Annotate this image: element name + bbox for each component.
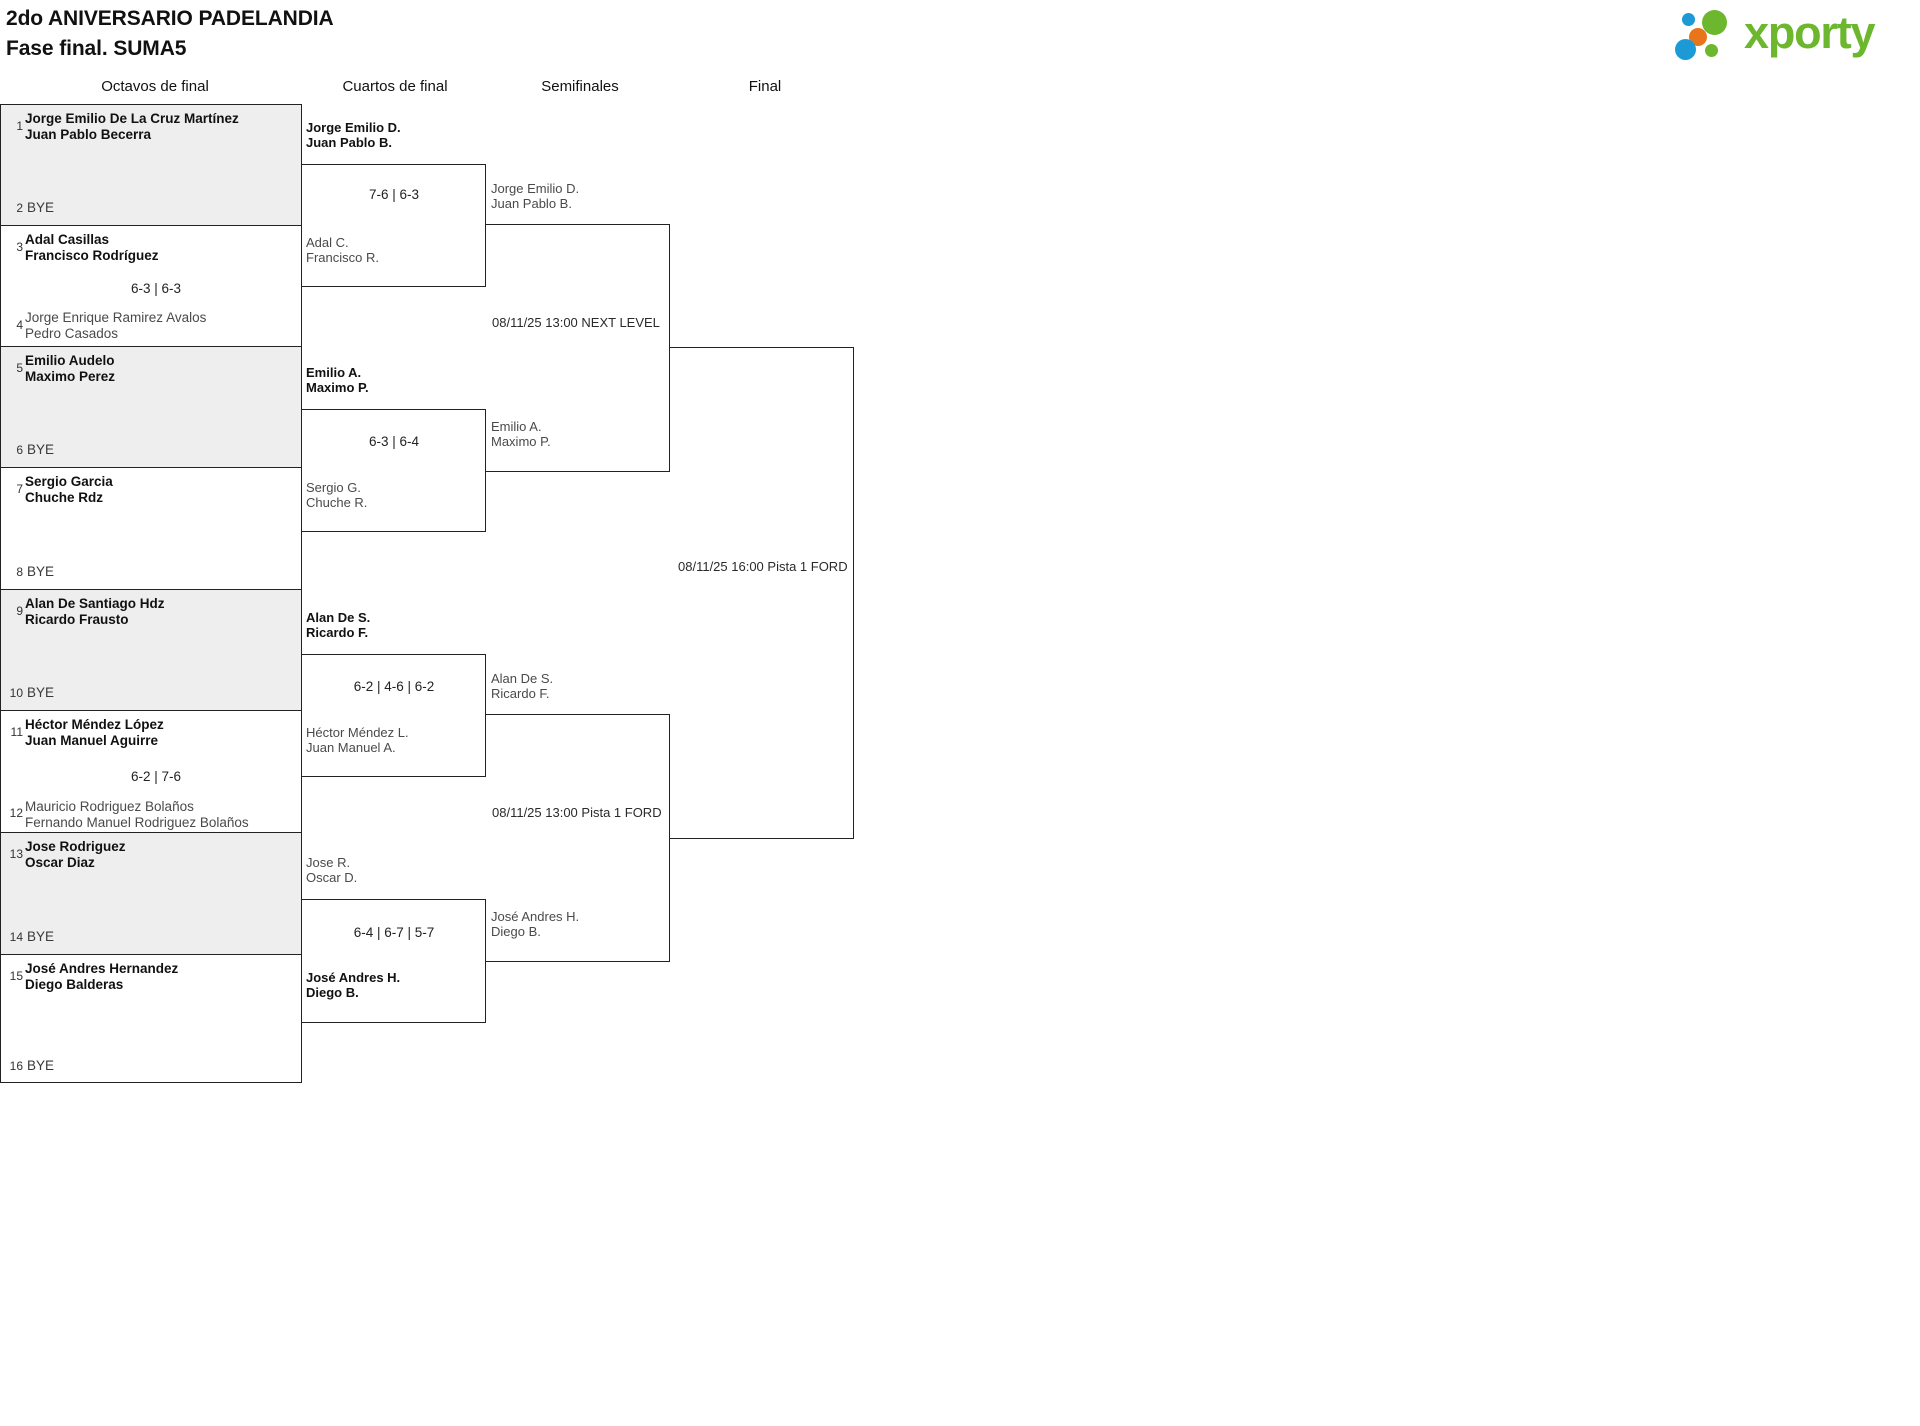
seed-number: 3 — [16, 240, 23, 254]
seed-number: 8 — [16, 565, 23, 579]
r1-team-top[interactable]: José Andres Hernandez Diego Balderas — [25, 961, 179, 992]
seed-number: 10 — [9, 686, 23, 700]
r1-team-top[interactable]: Jose Rodriguez Oscar Diaz — [25, 839, 126, 870]
r2-score: 6-4 | 6-7 | 5-7 — [353, 925, 435, 940]
r3-team-bottom[interactable]: Emilio A. Maximo P. — [491, 419, 551, 450]
seed-number: 9 — [16, 604, 23, 618]
seed-number: 16 — [9, 1059, 23, 1073]
logo-dot-blue-small — [1682, 13, 1695, 26]
r3-team-top[interactable]: Jorge Emilio D. Juan Pablo B. — [491, 181, 580, 212]
r1-match-6[interactable]: 11 Héctor Méndez López Juan Manuel Aguir… — [0, 710, 302, 832]
r1-team-bottom-bye: BYE — [27, 564, 55, 579]
r2-score: 7-6 | 6-3 — [368, 187, 420, 202]
r3-match-2[interactable]: Alan De S. Ricardo F. 08/11/25 13:00 Pis… — [486, 671, 670, 962]
r2-match-4[interactable]: Jose R. Oscar D. 6-4 | 6-7 | 5-7 José An… — [302, 855, 486, 1023]
round-header-final: Final — [748, 78, 782, 95]
r1-score: 6-3 | 6-3 — [130, 281, 182, 296]
seed-number: 15 — [9, 969, 23, 983]
logo-wordmark: xporty — [1744, 7, 1876, 58]
r2-match-1[interactable]: Jorge Emilio D. Juan Pablo B. 7-6 | 6-3 … — [302, 120, 486, 287]
r1-team-top[interactable]: Sergio Garcia Chuche Rdz — [25, 474, 113, 505]
seed-number: 12 — [9, 806, 23, 820]
r3-team-bottom[interactable]: José Andres H. Diego B. — [491, 909, 580, 940]
r2-team-top[interactable]: Alan De S. Ricardo F. — [306, 610, 371, 641]
round-header-semifinales: Semifinales — [541, 78, 619, 95]
logo-dot-blue-large — [1675, 39, 1696, 60]
r2-team-top[interactable]: Jose R. Oscar D. — [306, 855, 358, 886]
r1-match-2[interactable]: 3 Adal Casillas Francisco Rodríguez 6-3 … — [0, 225, 302, 346]
r1-team-bottom-bye: BYE — [27, 685, 55, 700]
logo-dot-green-large — [1702, 10, 1727, 35]
seed-number: 11 — [10, 725, 23, 739]
seed-number: 7 — [16, 482, 23, 496]
r2-team-bottom[interactable]: Sergio G. Chuche R. — [306, 480, 368, 511]
r2-team-bottom[interactable]: Héctor Méndez L. Juan Manuel A. — [306, 725, 409, 756]
r3-schedule: 08/11/25 13:00 Pista 1 FORD — [492, 805, 662, 820]
r3-match-1[interactable]: Jorge Emilio D. Juan Pablo B. 08/11/25 1… — [486, 181, 670, 472]
round-header-octavos: Octavos de final — [101, 78, 209, 95]
r1-match-1[interactable]: 1 Jorge Emilio De La Cruz Martínez Juan … — [0, 104, 302, 225]
seed-number: 4 — [16, 318, 23, 332]
tournament-name: 2do ANIVERSARIO PADELANDIA — [6, 7, 334, 30]
r1-team-bottom[interactable]: Mauricio Rodriguez Bolaños Fernando Manu… — [25, 799, 249, 830]
r3-schedule: 08/11/25 13:00 NEXT LEVEL — [492, 315, 660, 330]
logo-dot-orange — [1689, 28, 1707, 46]
r1-team-top[interactable]: Alan De Santiago Hdz Ricardo Frausto — [25, 596, 165, 627]
r2-team-top[interactable]: Emilio A. Maximo P. — [306, 365, 369, 396]
r2-score: 6-2 | 4-6 | 6-2 — [353, 679, 435, 694]
round-header-cuartos: Cuartos de final — [342, 78, 448, 95]
seed-number: 6 — [16, 443, 23, 457]
r3-team-top[interactable]: Alan De S. Ricardo F. — [491, 671, 554, 702]
r2-score: 6-3 | 6-4 — [368, 434, 420, 449]
seed-number: 2 — [16, 201, 23, 215]
seed-number: 14 — [9, 930, 23, 944]
logo-dot-green-small — [1705, 44, 1718, 57]
r2-team-bottom[interactable]: Adal C. Francisco R. — [306, 235, 379, 266]
page-title: 2do ANIVERSARIO PADELANDIA Fase final. S… — [6, 4, 334, 64]
r1-team-top[interactable]: Emilio Audelo Maximo Perez — [25, 353, 116, 384]
r1-team-bottom-bye: BYE — [27, 1058, 55, 1073]
seed-number: 5 — [16, 361, 23, 375]
r1-match-8[interactable]: 15 José Andres Hernandez Diego Balderas … — [0, 954, 302, 1083]
r4-match-1[interactable]: 08/11/25 16:00 Pista 1 FORD — [670, 347, 854, 839]
r1-team-bottom-bye: BYE — [27, 442, 55, 457]
logo-dots-icon — [1662, 6, 1740, 62]
r2-match-2[interactable]: Emilio A. Maximo P. 6-3 | 6-4 Sergio G. … — [302, 365, 486, 532]
r1-score: 6-2 | 7-6 — [130, 769, 182, 784]
seed-number: 1 — [16, 119, 23, 133]
r1-match-7[interactable]: 13 Jose Rodriguez Oscar Diaz 14 BYE — [0, 832, 302, 954]
xporty-logo[interactable]: xporty — [1662, 4, 1912, 64]
r1-team-top[interactable]: Héctor Méndez López Juan Manuel Aguirre — [25, 717, 164, 748]
r1-team-top[interactable]: Adal Casillas Francisco Rodríguez — [25, 232, 159, 263]
r1-team-bottom[interactable]: Jorge Enrique Ramirez Avalos Pedro Casad… — [25, 310, 207, 341]
r2-match-3[interactable]: Alan De S. Ricardo F. 6-2 | 4-6 | 6-2 Hé… — [302, 610, 486, 777]
r1-match-5[interactable]: 9 Alan De Santiago Hdz Ricardo Frausto 1… — [0, 589, 302, 710]
tournament-phase: Fase final. SUMA5 — [6, 37, 187, 60]
r2-team-bottom[interactable]: José Andres H. Diego B. — [306, 970, 401, 1001]
seed-number: 13 — [9, 847, 23, 861]
r1-match-3[interactable]: 5 Emilio Audelo Maximo Perez 6 BYE — [0, 346, 302, 467]
r1-team-bottom-bye: BYE — [27, 929, 55, 944]
r2-team-top[interactable]: Jorge Emilio D. Juan Pablo B. — [306, 120, 401, 151]
r1-team-top[interactable]: Jorge Emilio De La Cruz Martínez Juan Pa… — [25, 111, 239, 142]
r1-match-4[interactable]: 7 Sergio Garcia Chuche Rdz 8 BYE — [0, 467, 302, 589]
r1-team-bottom-bye: BYE — [27, 200, 55, 215]
r4-schedule: 08/11/25 16:00 Pista 1 FORD — [678, 559, 848, 574]
